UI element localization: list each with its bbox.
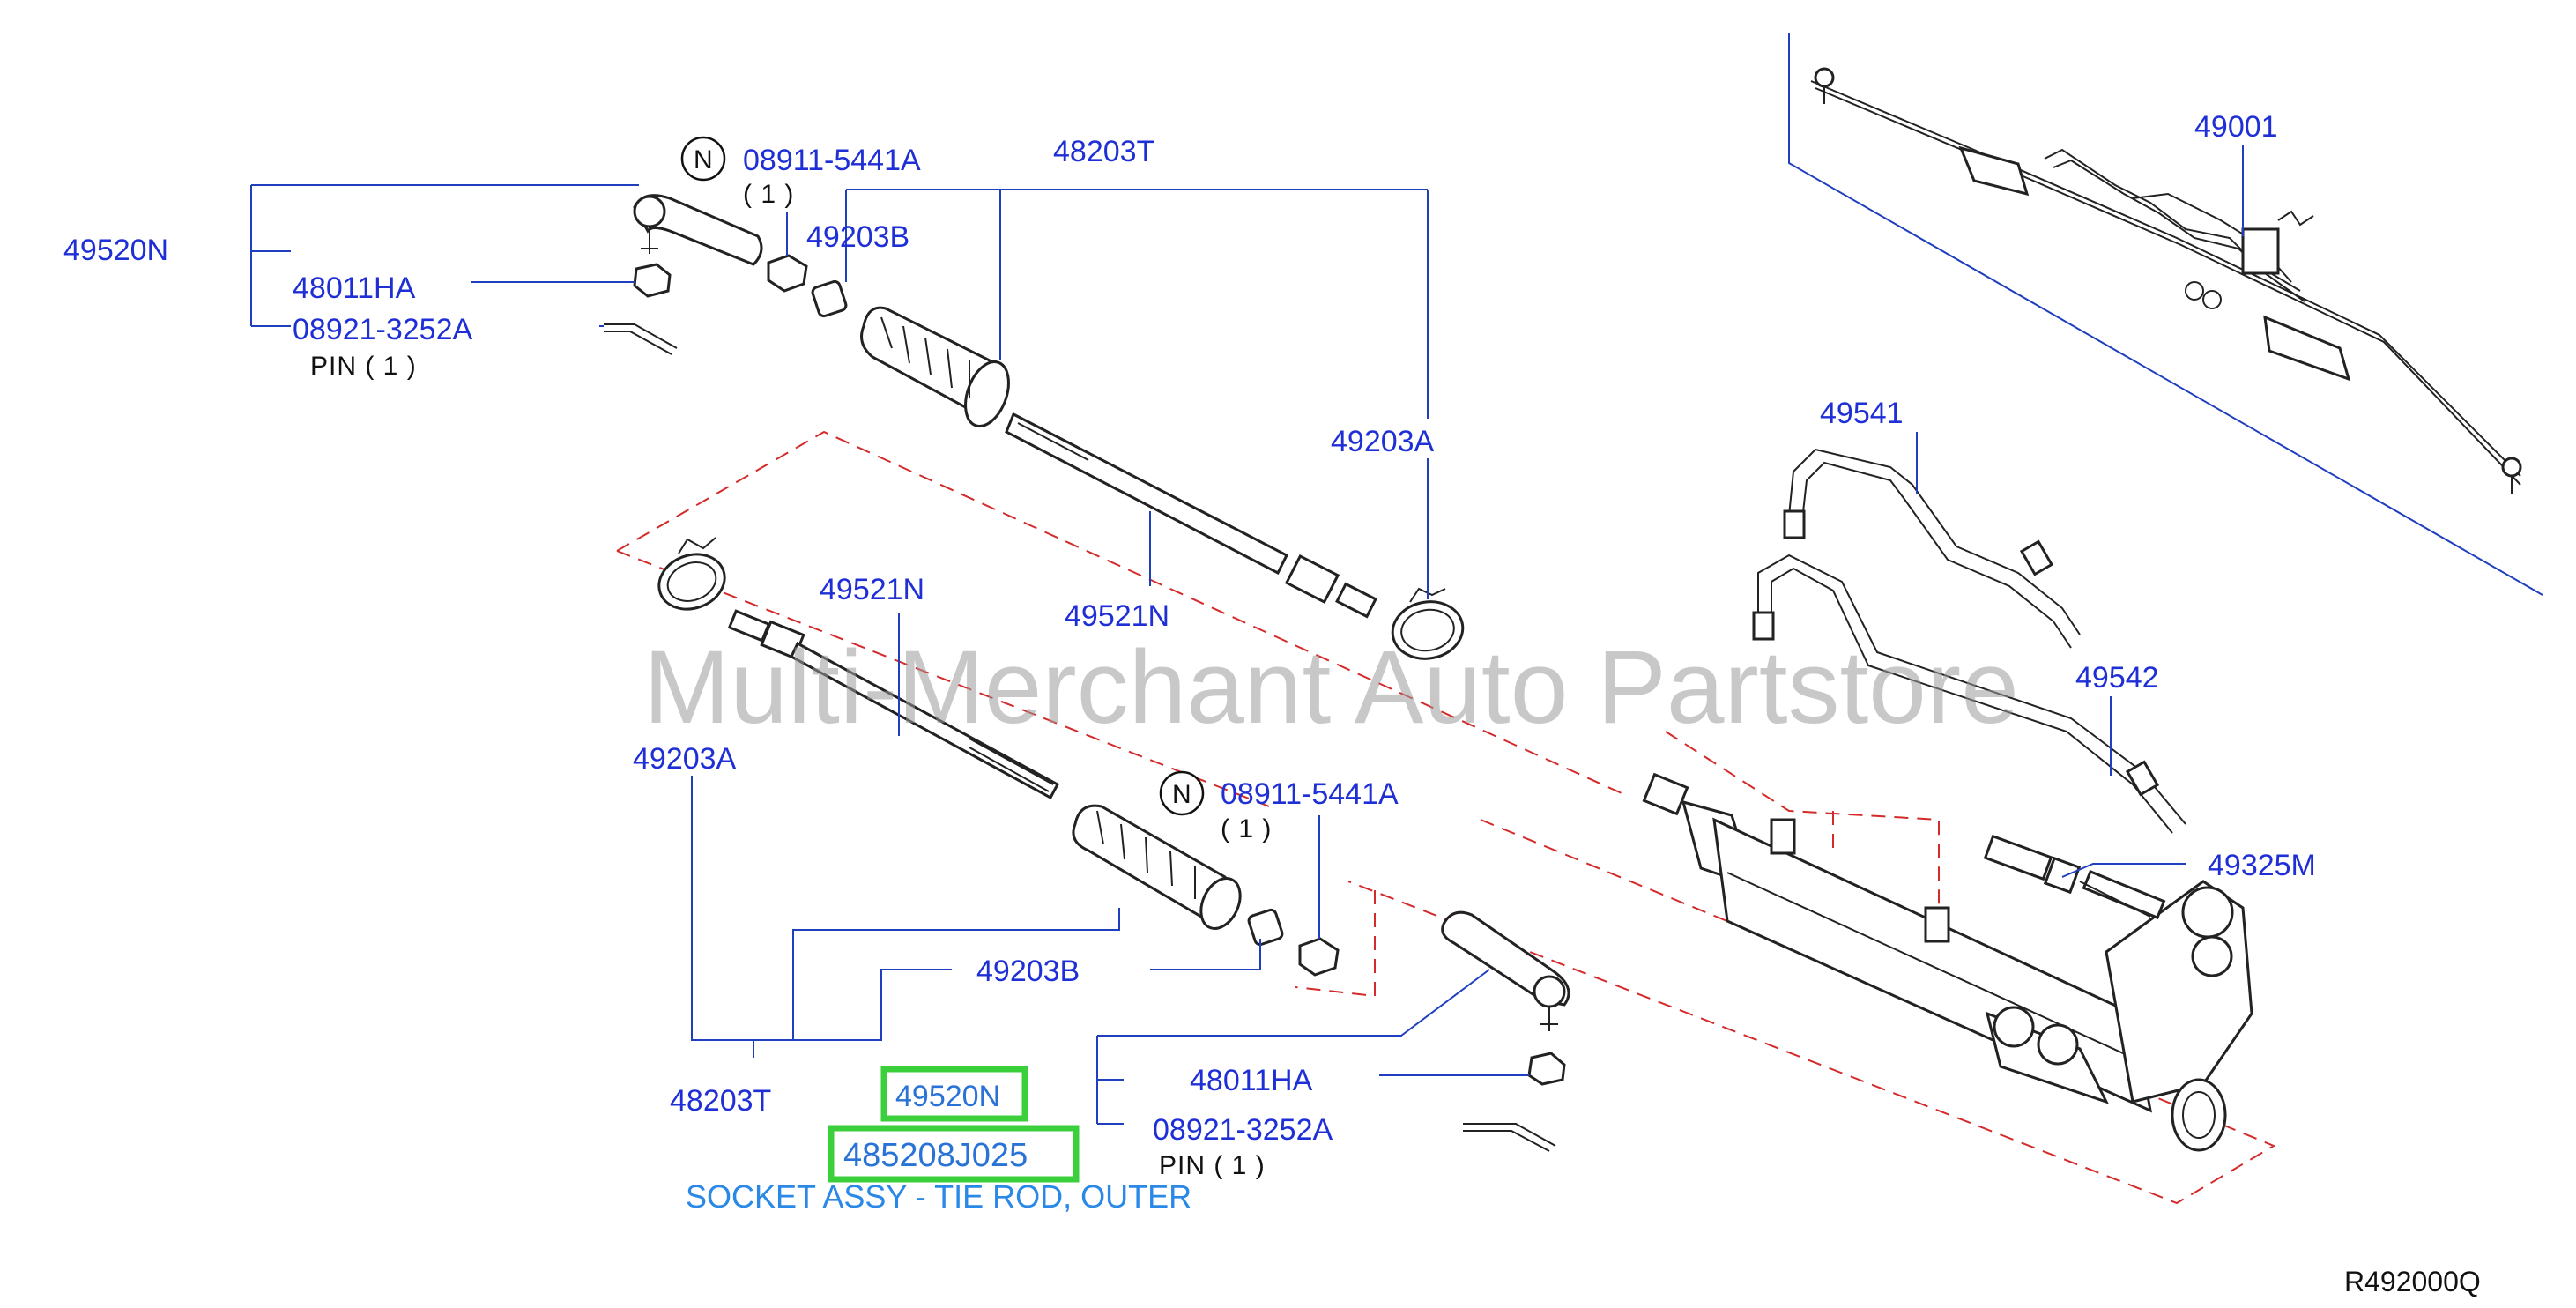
label-49325m[interactable]: 49325M bbox=[2208, 849, 2316, 882]
highlighted-part[interactable]: 49520N 485208J025 SOCKET ASSY - TIE ROD,… bbox=[686, 1066, 1191, 1215]
label-49203b-top[interactable]: 49203B bbox=[806, 220, 909, 254]
label-49521n-low[interactable]: 49521N bbox=[1065, 599, 1169, 633]
label-48011ha-low[interactable]: 48011HA bbox=[1190, 1064, 1313, 1097]
label-49203a-top[interactable]: 49203A bbox=[1331, 425, 1435, 458]
label-49001[interactable]: 49001 bbox=[2194, 110, 2278, 144]
label-49521n-mid[interactable]: 49521N bbox=[820, 573, 924, 606]
label-n-low: N bbox=[1172, 780, 1192, 809]
label-08921-3252a-low[interactable]: 08921-3252A bbox=[1153, 1113, 1333, 1147]
lower-tie-rod-group bbox=[657, 537, 1570, 1152]
highlight-number-box[interactable] bbox=[828, 1125, 1080, 1183]
n-circle-icon bbox=[680, 136, 726, 182]
part-labels: 49520N 48011HA 08921-3252A PIN ( 1 ) N 0… bbox=[63, 110, 2316, 1180]
hydraulic-lines bbox=[1752, 448, 2186, 918]
label-49203b-low[interactable]: 49203B bbox=[976, 955, 1080, 988]
label-pin-qty-low: PIN ( 1 ) bbox=[1159, 1151, 1266, 1180]
label-08921-3252a-top[interactable]: 08921-3252A bbox=[293, 313, 473, 346]
label-48203t-low[interactable]: 48203T bbox=[670, 1084, 771, 1118]
n-circle-icon bbox=[1159, 770, 1205, 816]
rack-housing bbox=[1642, 772, 2253, 1152]
label-qty-top: ( 1 ) bbox=[743, 180, 794, 209]
label-49542[interactable]: 49542 bbox=[2075, 661, 2159, 695]
label-48011ha-top[interactable]: 48011HA bbox=[293, 271, 416, 305]
leader-lines bbox=[250, 184, 2186, 1125]
highlight-part-number[interactable]: 485208J025 bbox=[843, 1137, 1028, 1174]
label-qty-low: ( 1 ) bbox=[1221, 814, 1272, 844]
watermark-text: Multi-Merchant Auto Partstore bbox=[643, 629, 2019, 746]
assembly-dashed-outline bbox=[616, 430, 2276, 1205]
diagram-code: R492000Q bbox=[2344, 1266, 2481, 1297]
label-49203a-left[interactable]: 49203A bbox=[633, 742, 737, 776]
label-08911-5441a-low[interactable]: 08911-5441A bbox=[1221, 777, 1399, 811]
part-description[interactable]: SOCKET ASSY - TIE ROD, OUTER bbox=[686, 1178, 1191, 1215]
label-pin-qty-top: PIN ( 1 ) bbox=[310, 352, 417, 381]
label-48203t-top[interactable]: 48203T bbox=[1053, 135, 1154, 168]
highlight-code-box[interactable] bbox=[880, 1066, 1028, 1122]
label-08911-5441a-top[interactable]: 08911-5441A bbox=[743, 144, 921, 177]
highlight-part-code[interactable]: 49520N bbox=[895, 1080, 1000, 1113]
label-49520n-top[interactable]: 49520N bbox=[63, 234, 168, 267]
label-n-top: N bbox=[694, 145, 714, 175]
rack-assembly-inset bbox=[1788, 33, 2543, 596]
label-49541[interactable]: 49541 bbox=[1820, 397, 1904, 430]
upper-tie-rod-group bbox=[604, 194, 1465, 660]
